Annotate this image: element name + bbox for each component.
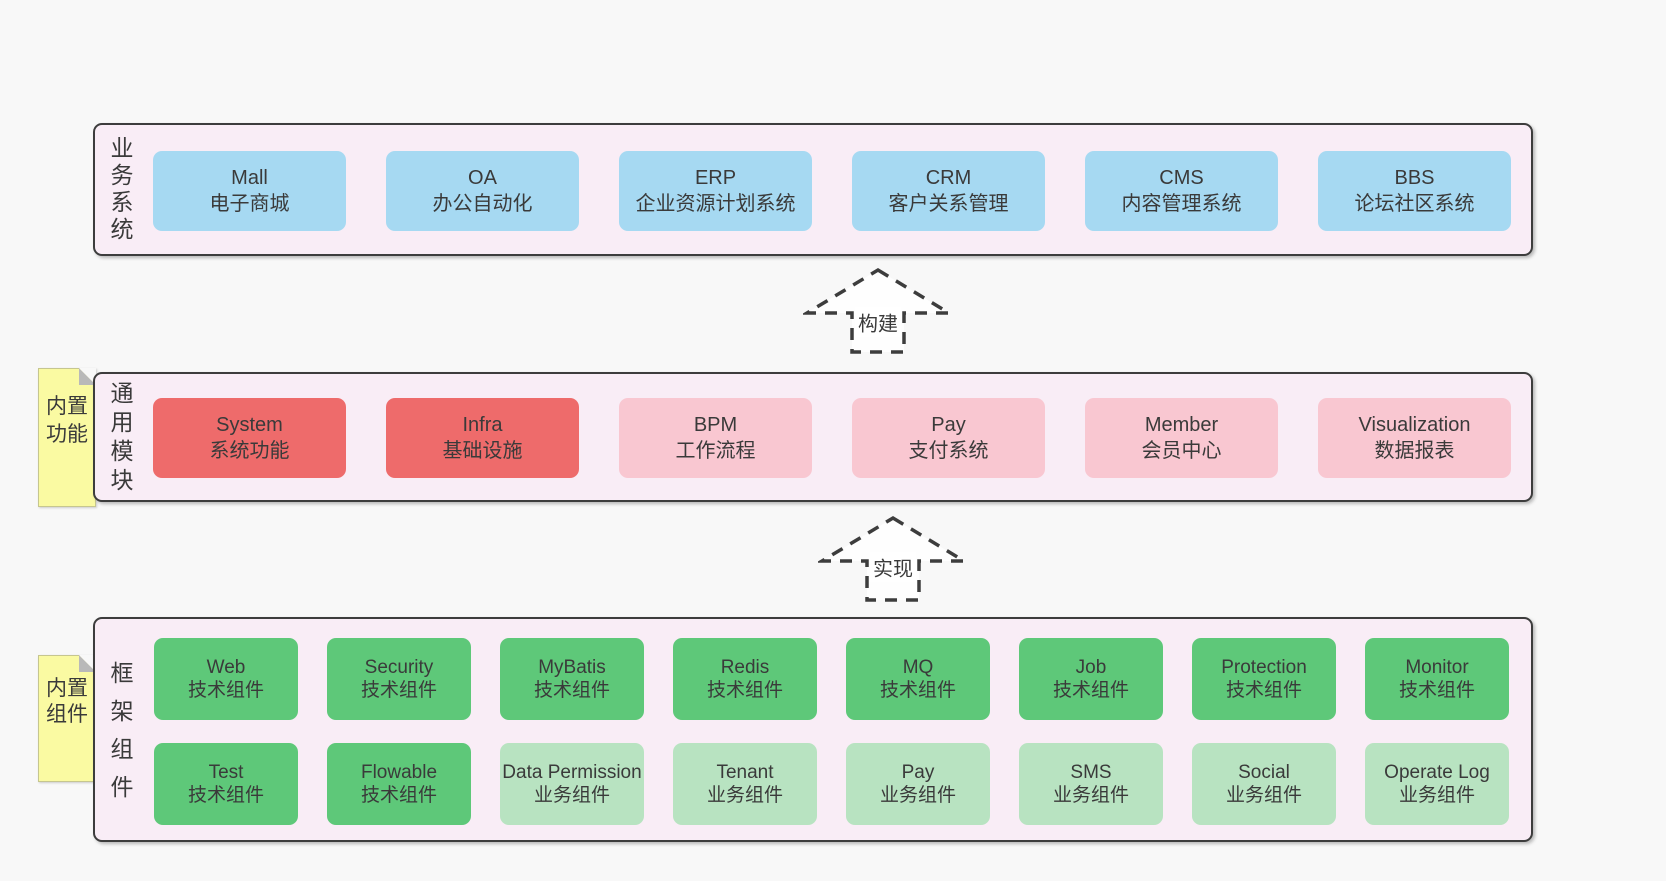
box-subtitle: 工作流程 [675,440,756,462]
box-visualization: Visualization 数据报表 [1318,398,1511,478]
box-oa: OA 办公自动化 [386,151,579,231]
box-title: Social [1238,762,1290,783]
arrow-implement-up: 实现 [818,515,968,603]
box-monitor: Monitor 技术组件 [1365,638,1509,720]
box-title: Member [1144,414,1219,436]
box-subtitle: 基础设施 [442,440,523,462]
box-subtitle: 客户关系管理 [888,193,1009,215]
sticky-note-builtin-features: 内置功能 [38,368,96,507]
box-title: Protection [1221,657,1307,678]
box-mq: MQ 技术组件 [846,638,990,720]
box-bpm: BPM 工作流程 [619,398,812,478]
box-title: ERP [694,167,737,189]
panel-framework-components: 框架组件 Web 技术组件 Security 技术组件 MyBatis 技术组件… [93,617,1533,842]
box-title: OA [468,167,497,189]
arrow-build-up: 构建 [803,267,953,355]
box-data-permission: Data Permission 业务组件 [500,743,644,825]
box-infra: Infra 基础设施 [386,398,579,478]
box-subtitle: 技术组件 [187,680,264,701]
box-title: Pay [901,762,935,783]
box-subtitle: 企业资源计划系统 [635,193,796,215]
section-label: 通用模块 [110,380,134,493]
box-subtitle: 内容管理系统 [1121,193,1242,215]
box-job: Job 技术组件 [1019,638,1163,720]
box-title: BPM [693,414,738,436]
box-title: MyBatis [538,657,606,678]
box-member: Member 会员中心 [1085,398,1278,478]
box-cms: CMS 内容管理系统 [1085,151,1278,231]
box-title: Data Permission [502,762,642,783]
box-title: Pay [931,414,966,436]
box-redis: Redis 技术组件 [673,638,817,720]
box-subtitle: 办公自动化 [432,193,533,215]
arrow-label: 实现 [870,551,916,583]
box-title: Job [1075,657,1107,678]
box-title: Security [364,657,434,678]
box-title: Test [208,762,244,783]
box-subtitle: 业务组件 [1225,785,1302,806]
box-title: SMS [1070,762,1112,783]
box-subtitle: 业务组件 [1398,785,1475,806]
box-subtitle: 技术组件 [1052,680,1129,701]
box-subtitle: 支付系统 [908,440,989,462]
box-web: Web 技术组件 [154,638,298,720]
box-protection: Protection 技术组件 [1192,638,1336,720]
box-title: Flowable [360,762,438,783]
box-subtitle: 技术组件 [706,680,783,701]
box-title: Operate Log [1384,762,1490,783]
box-subtitle: 系统功能 [209,440,290,462]
box-mall: Mall 电子商城 [153,151,346,231]
box-sms: SMS 业务组件 [1019,743,1163,825]
box-subtitle: 技术组件 [1398,680,1475,701]
box-subtitle: 技术组件 [533,680,610,701]
box-operate-log: Operate Log 业务组件 [1365,743,1509,825]
box-subtitle: 技术组件 [360,785,437,806]
panel-common-modules: 通用模块 System 系统功能 Infra 基础设施 BPM 工作流程 Pay… [93,372,1533,502]
section-label: 框架组件 [110,660,134,800]
box-crm: CRM 客户关系管理 [852,151,1045,231]
box-erp: ERP 企业资源计划系统 [619,151,812,231]
sticky-note-builtin-components: 内置组件 [38,655,96,782]
box-flowable: Flowable 技术组件 [327,743,471,825]
box-title: Monitor [1405,657,1469,678]
box-title: Tenant [716,762,774,783]
box-system: System 系统功能 [153,398,346,478]
box-title: Web [206,657,246,678]
box-subtitle: 技术组件 [1225,680,1302,701]
box-mybatis: MyBatis 技术组件 [500,638,644,720]
box-tenant: Tenant 业务组件 [673,743,817,825]
box-subtitle: 业务组件 [879,785,956,806]
box-subtitle: 数据报表 [1374,440,1455,462]
box-subtitle: 业务组件 [1052,785,1129,806]
box-title: MQ [902,657,934,678]
box-title: CRM [925,167,972,189]
box-subtitle: 技术组件 [360,680,437,701]
box-pay-component: Pay 业务组件 [846,743,990,825]
box-subtitle: 会员中心 [1141,440,1222,462]
box-subtitle: 技术组件 [187,785,264,806]
box-title: BBS [1394,167,1435,189]
box-subtitle: 业务组件 [706,785,783,806]
box-subtitle: 电子商城 [209,193,290,215]
box-subtitle: 技术组件 [879,680,956,701]
arrow-label: 构建 [855,306,901,338]
sticky-note-label: 内置功能 [46,395,88,446]
section-label: 业务系统 [110,135,134,242]
box-title: Infra [462,414,503,436]
box-title: CMS [1159,167,1204,189]
box-subtitle: 业务组件 [533,785,610,806]
box-bbs: BBS 论坛社区系统 [1318,151,1511,231]
box-security: Security 技术组件 [327,638,471,720]
box-social: Social 业务组件 [1192,743,1336,825]
box-title: Visualization [1358,414,1471,436]
box-title: System [216,414,283,436]
box-subtitle: 论坛社区系统 [1354,193,1475,215]
box-title: Redis [720,657,770,678]
box-title: Mall [231,167,268,189]
box-pay-system: Pay 支付系统 [852,398,1045,478]
sticky-note-label: 内置组件 [46,677,88,726]
box-test: Test 技术组件 [154,743,298,825]
panel-business-systems: 业务系统 Mall 电子商城 OA 办公自动化 ERP 企业资源计划系统 CRM… [93,123,1533,256]
